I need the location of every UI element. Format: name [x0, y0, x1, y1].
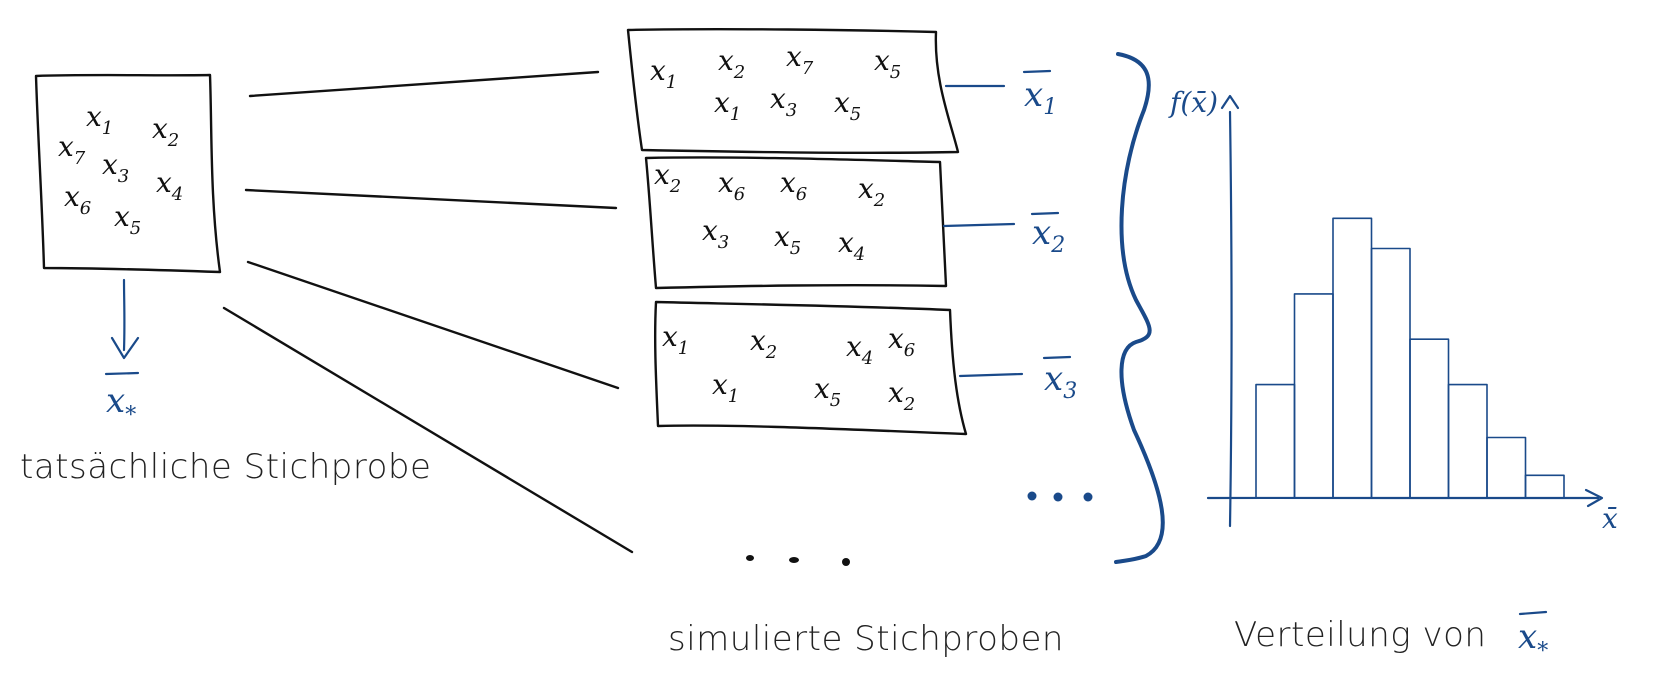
svg-text:x1: x1	[650, 54, 677, 93]
overline	[104, 371, 140, 376]
svg-text:x6: x6	[780, 166, 807, 205]
histogram-bar	[1447, 383, 1488, 499]
svg-text:x5: x5	[774, 220, 801, 259]
ellipsis-dots-icon	[746, 555, 850, 566]
y-axis-arrow-icon	[1220, 94, 1240, 110]
histogram-bars	[1255, 217, 1565, 499]
histogram-bar	[1293, 293, 1334, 499]
svg-text:x1: x1	[662, 320, 689, 359]
original-item: x3	[102, 148, 129, 187]
link-to-mean	[942, 222, 1016, 228]
svg-text:x2: x2	[654, 158, 681, 197]
original-caption: tatsächliche Stichprobe	[20, 447, 431, 487]
svg-text:x1: x1	[714, 86, 741, 125]
arrow-down-icon	[110, 278, 140, 360]
y-axis-label: f(x̄)	[1168, 86, 1218, 119]
svg-text:x2: x2	[888, 376, 915, 415]
svg-text:x2: x2	[1032, 213, 1065, 258]
svg-text:x2: x2	[750, 324, 777, 363]
sample-box	[644, 156, 948, 290]
svg-text:x4: x4	[838, 226, 865, 265]
histogram-bar	[1370, 247, 1411, 499]
svg-text:x5: x5	[834, 86, 861, 125]
svg-text:x2: x2	[718, 44, 745, 83]
svg-text:x7: x7	[786, 40, 814, 79]
link-to-mean	[958, 372, 1024, 378]
svg-text:x3: x3	[702, 214, 729, 253]
simulated-sample-3: x1 x2 x4 x6 x1 x5 x2 x3	[653, 300, 1077, 436]
sample-mean: x1	[1022, 69, 1057, 120]
svg-text:x6: x6	[718, 166, 745, 205]
ellipsis-dots-blue-icon	[1027, 491, 1093, 502]
original-item: x7	[58, 130, 86, 169]
svg-text:x*: x*	[106, 381, 136, 428]
original-item: x4	[156, 166, 183, 205]
histogram-caption-text: Verteilung von	[1234, 615, 1486, 655]
histogram-bar	[1486, 436, 1527, 499]
histogram-bar	[1332, 217, 1373, 499]
original-item: x1	[86, 100, 113, 139]
sample-box	[653, 300, 968, 436]
x-axis-arrow-icon	[1584, 488, 1604, 508]
original-item: x5	[114, 200, 141, 239]
original-sample-box	[34, 73, 222, 274]
y-axis	[1228, 110, 1233, 528]
histogram-caption: Verteilung von x*	[1234, 610, 1548, 664]
simulated-caption: simulierte Stichproben	[668, 619, 1064, 659]
svg-text:x2: x2	[858, 172, 885, 211]
histogram-bar	[1524, 474, 1565, 499]
svg-text:x5: x5	[814, 372, 841, 411]
svg-text:x3: x3	[1044, 359, 1077, 404]
svg-text:x1: x1	[1024, 75, 1057, 120]
histogram-caption-symbol: x*	[1518, 617, 1548, 664]
histogram: f(x̄) x̄	[1168, 86, 1618, 535]
simulated-sample-1: x1 x2 x7 x5 x1 x3 x5 x1	[626, 27, 1057, 155]
svg-text:x1: x1	[712, 368, 739, 407]
x-axis-label: x̄	[1602, 502, 1618, 535]
connector-lines	[222, 70, 634, 554]
overline	[1518, 610, 1548, 616]
simulated-sample-2: x2 x6 x6 x2 x3 x5 x4 x2	[644, 156, 1065, 290]
sample-mean: x3	[1042, 355, 1077, 404]
original-statistic: x*	[104, 371, 140, 428]
original-sample: x1 x2 x7 x3 x4 x6 x5	[34, 73, 222, 274]
svg-text:x5: x5	[874, 44, 901, 83]
original-item: x6	[64, 180, 91, 219]
sample-box	[626, 27, 960, 155]
svg-text:x3: x3	[770, 82, 797, 121]
curly-brace-icon	[1114, 52, 1165, 564]
svg-text:x4: x4	[846, 330, 873, 369]
histogram-bar	[1409, 338, 1450, 499]
histogram-bar	[1255, 383, 1296, 499]
original-item: x2	[152, 112, 179, 151]
sample-mean: x2	[1030, 211, 1065, 258]
svg-text:x6: x6	[888, 322, 915, 361]
